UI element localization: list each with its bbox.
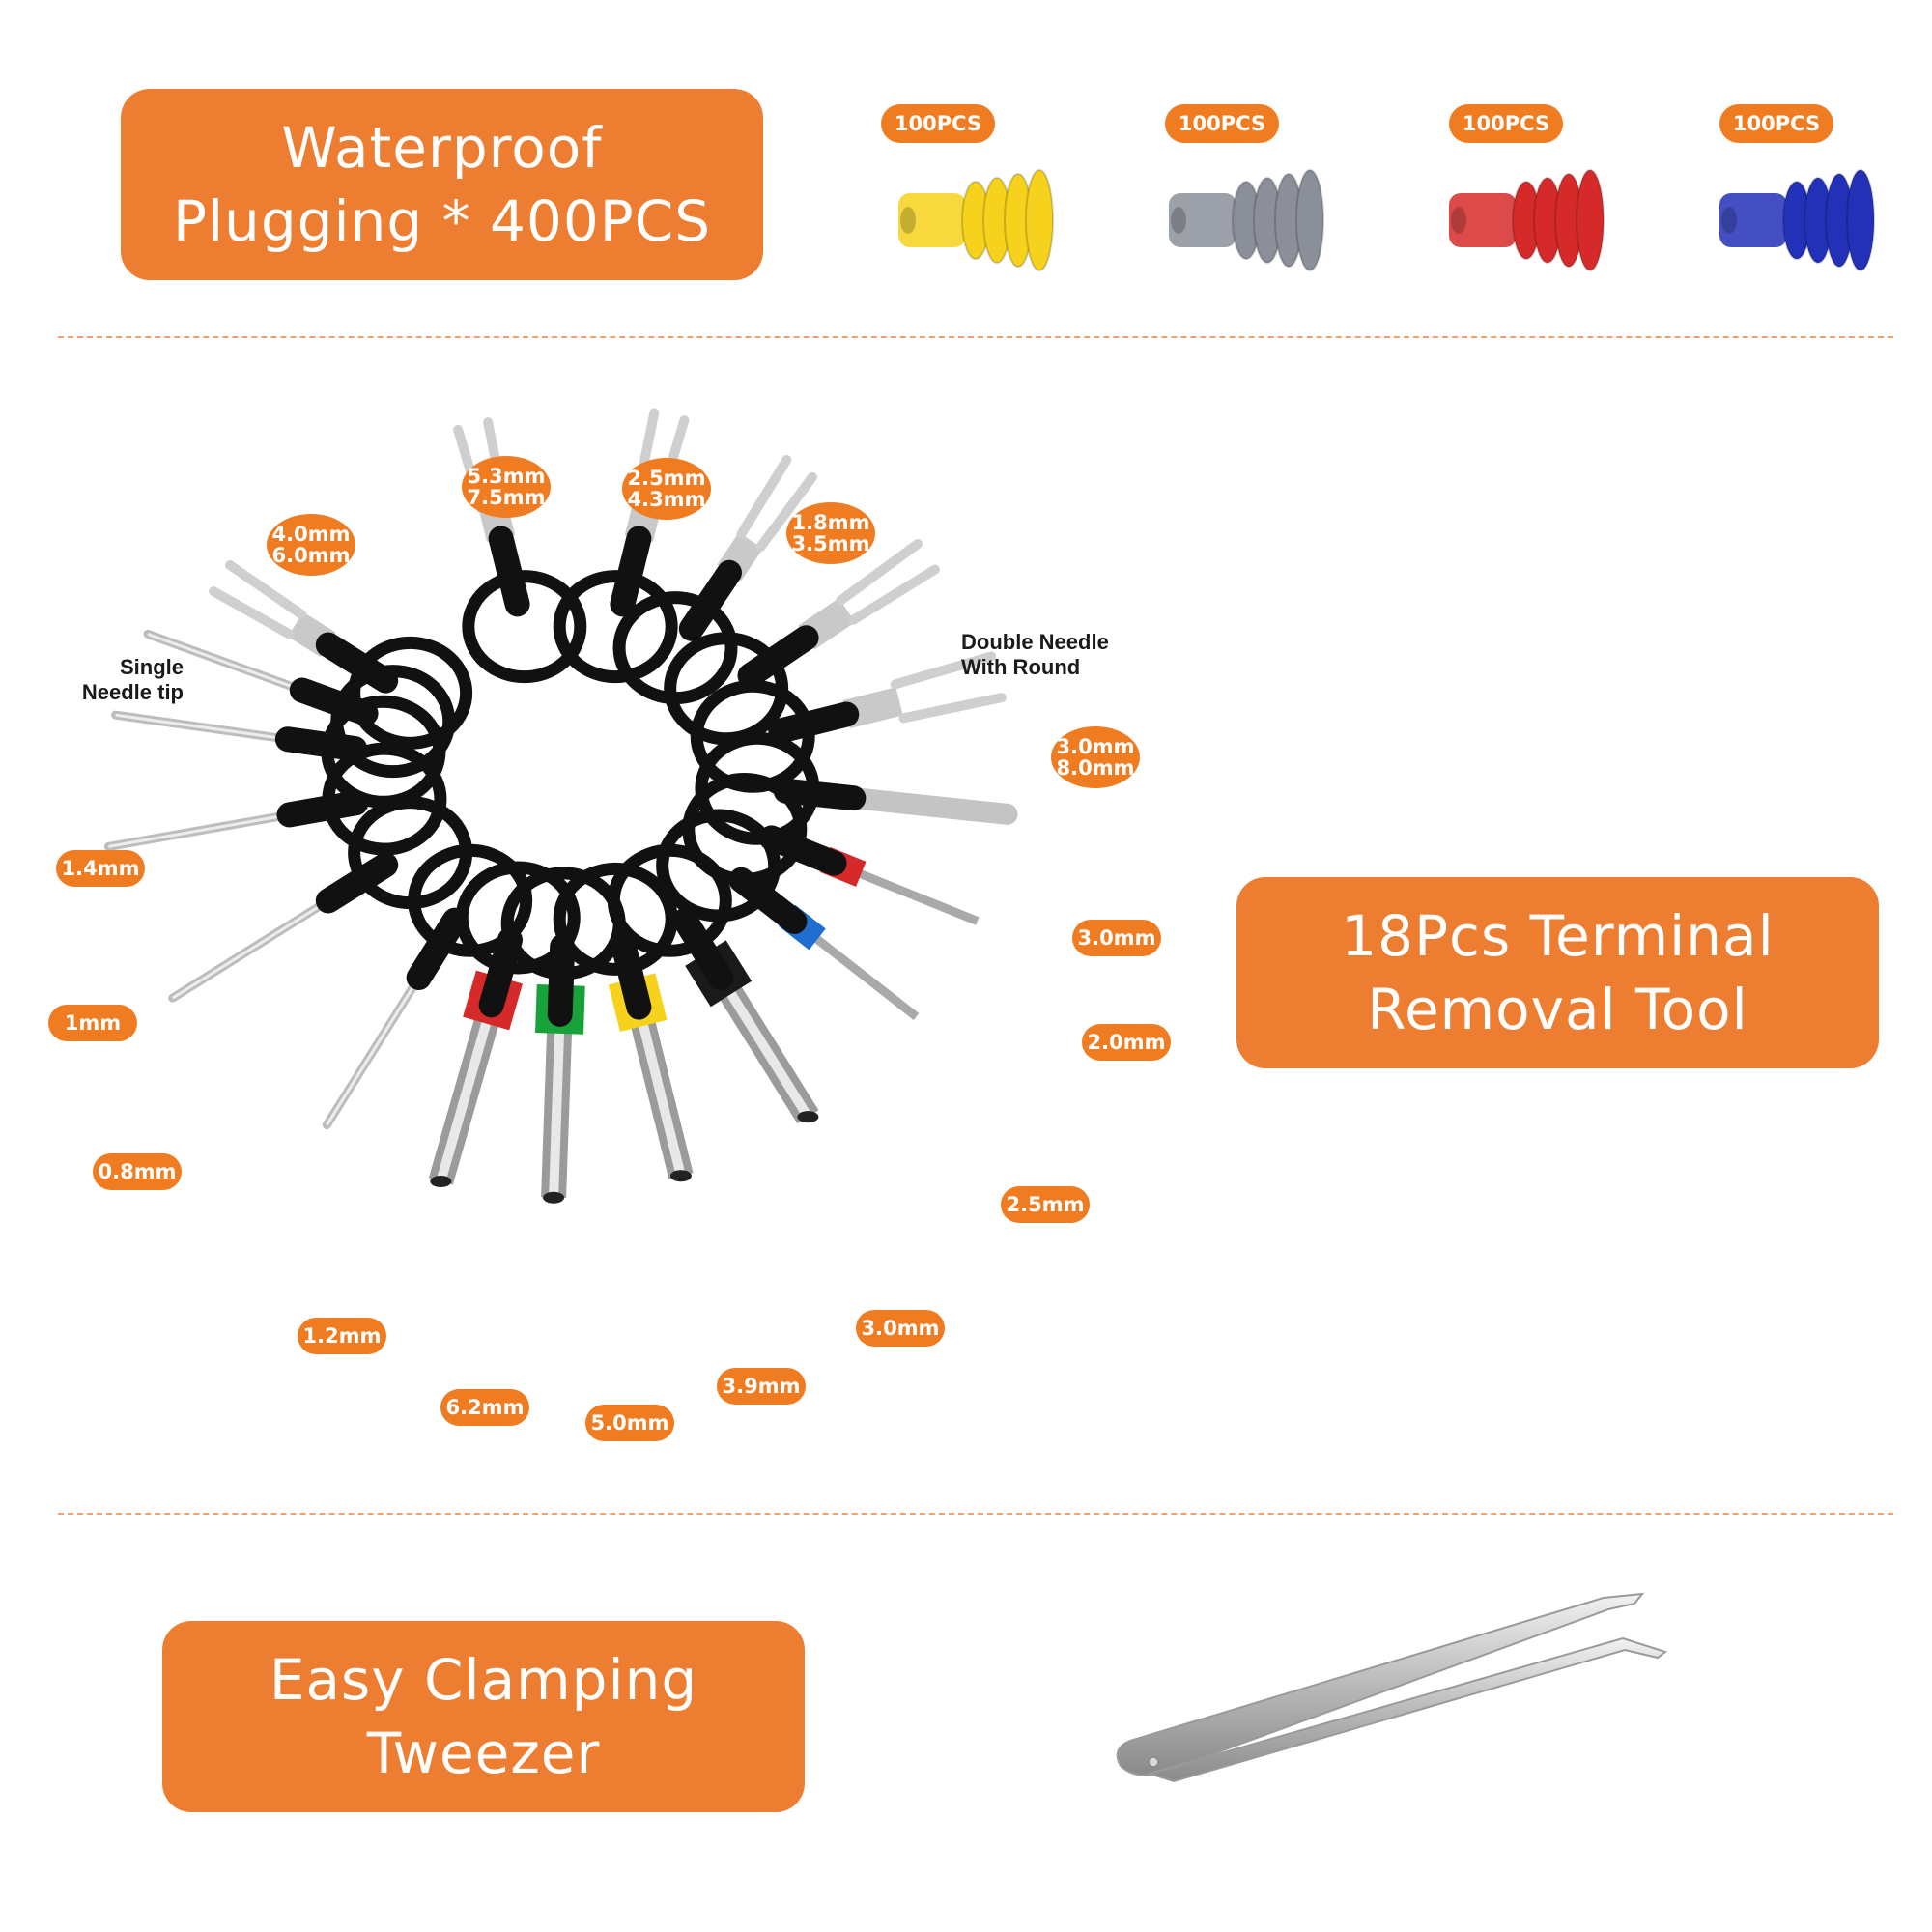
- tweezer-banner: Easy Clamping Tweezer: [162, 1621, 805, 1812]
- tool-ring: [553, 862, 678, 976]
- size-label: 0.8mm: [93, 1153, 182, 1190]
- removal-tool-pin: [608, 928, 694, 1182]
- plug-count-badge: 100PCS: [1449, 104, 1563, 143]
- removal-tool-pin: [678, 455, 817, 641]
- tool-ring: [330, 665, 456, 779]
- removal-tool-pin: [737, 539, 940, 689]
- size-label: 2.0mm: [1082, 1024, 1171, 1061]
- removal-tool-pin: [103, 790, 369, 851]
- tool-ring: [553, 570, 678, 684]
- removal-tool-pin: [768, 651, 1007, 744]
- terminal-removal-tool-ring: [103, 408, 1018, 1204]
- size-label: 1.4mm: [56, 850, 145, 887]
- size-label: 1mm: [48, 1005, 137, 1041]
- removal-tool-pin: [428, 927, 523, 1187]
- size-label: 5.3mm 7.5mm: [462, 456, 551, 518]
- size-label: 3.0mm: [856, 1310, 945, 1347]
- waterproof-plug: [1449, 169, 1605, 271]
- section-divider: [58, 1513, 1893, 1515]
- size-label: 4.0mm 6.0mm: [267, 514, 355, 576]
- tool-ring: [690, 679, 815, 793]
- plug-count-badge: 100PCS: [1719, 104, 1833, 143]
- waterproof-plug: [898, 169, 1054, 271]
- tool-ring: [462, 570, 587, 684]
- removal-tool-pin: [672, 907, 819, 1124]
- tool-ring: [500, 867, 626, 980]
- tool-ring: [695, 731, 820, 845]
- waterproof-plugging-banner: Waterproof Plugging * 400PCS: [121, 89, 763, 280]
- size-label: 2.5mm: [1001, 1186, 1090, 1223]
- size-label: 1.8mm 3.5mm: [786, 502, 875, 564]
- waterproof-plug: [1719, 169, 1875, 271]
- tool-ring: [322, 742, 447, 856]
- size-label: 6.2mm: [440, 1389, 529, 1426]
- terminal-removal-tool-banner: 18Pcs Terminal Removal Tool: [1236, 877, 1879, 1068]
- tweezer: [1116, 1592, 1668, 1783]
- size-label: 1.2mm: [298, 1318, 386, 1354]
- removal-tool-pin: [758, 825, 980, 925]
- plug-count-badge: 100PCS: [881, 104, 995, 143]
- waterproof-plugs: [898, 169, 1875, 271]
- removal-tool-pin: [322, 907, 468, 1130]
- section-divider: [58, 336, 1893, 338]
- size-label: 5.0mm: [585, 1405, 674, 1441]
- waterproof-plug: [1169, 169, 1324, 271]
- single-needle-note: Single Needle tip: [81, 655, 184, 704]
- double-needle-note: Double Needle With Round: [961, 630, 1109, 679]
- plug-count-badge: 100PCS: [1165, 104, 1279, 143]
- size-label: 3.0mm 8.0mm: [1051, 726, 1140, 788]
- removal-tool-pin: [773, 778, 1018, 825]
- size-label: 3.0mm: [1072, 920, 1161, 956]
- removal-tool-pin: [168, 852, 399, 1003]
- removal-tool-pin: [111, 710, 368, 761]
- size-label: 2.5mm 4.3mm: [622, 458, 711, 520]
- removal-tool-pin: [728, 867, 920, 1020]
- removal-tool-pin: [535, 933, 585, 1204]
- size-label: 3.9mm: [717, 1368, 806, 1405]
